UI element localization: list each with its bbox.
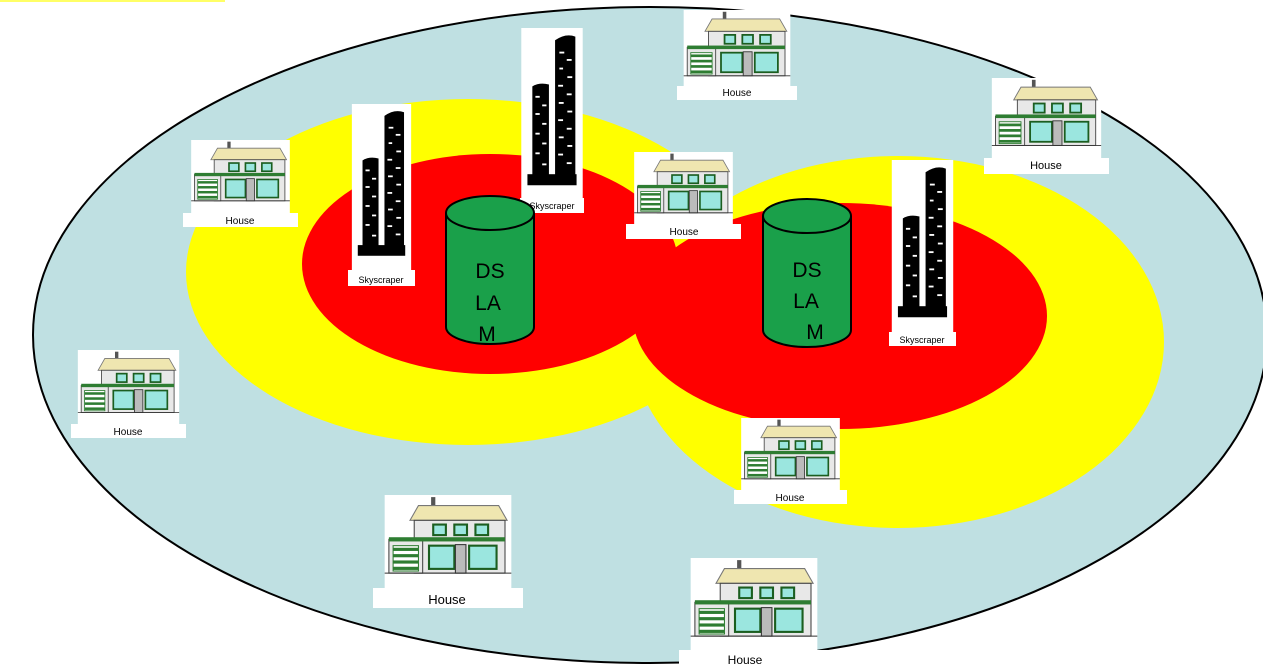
- house-2: House: [984, 78, 1109, 174]
- dslam-right: DS LA M: [762, 198, 852, 348]
- dslam-label-line1: DS: [792, 259, 821, 282]
- corner-accent: [0, 0, 225, 2]
- house-6: House: [734, 418, 847, 504]
- house-1: House: [677, 10, 797, 100]
- house-5: House: [71, 350, 186, 438]
- house-label: House: [723, 88, 752, 99]
- skyscraper-right: Skyscraper: [889, 160, 956, 346]
- skyscraper-left: Skyscraper: [348, 104, 415, 286]
- house-7: House: [373, 495, 523, 608]
- dslam-left: DS LA M: [445, 195, 535, 346]
- house-3: House: [183, 140, 298, 227]
- house-8: House: [679, 558, 829, 666]
- house-label: House: [670, 227, 699, 238]
- skyscraper-label: Skyscraper: [529, 201, 574, 211]
- dslam-label-line1: DS: [475, 260, 504, 283]
- dslam-label-line2: LA: [793, 290, 819, 313]
- house-label: House: [728, 653, 763, 666]
- skyscraper-label: Skyscraper: [899, 335, 944, 345]
- skyscraper-center: Skyscraper: [520, 28, 584, 213]
- dslam-label-line2: LA: [475, 292, 501, 315]
- skyscraper-label: Skyscraper: [358, 275, 403, 285]
- house-label: House: [114, 427, 143, 438]
- house-label: House: [428, 592, 466, 607]
- house-label: House: [776, 493, 805, 504]
- house-4: House: [626, 152, 741, 239]
- dslam-label-line3: M: [806, 321, 824, 344]
- dslam-label-line3: M: [478, 323, 496, 346]
- house-label: House: [1030, 160, 1062, 172]
- house-label: House: [226, 216, 255, 227]
